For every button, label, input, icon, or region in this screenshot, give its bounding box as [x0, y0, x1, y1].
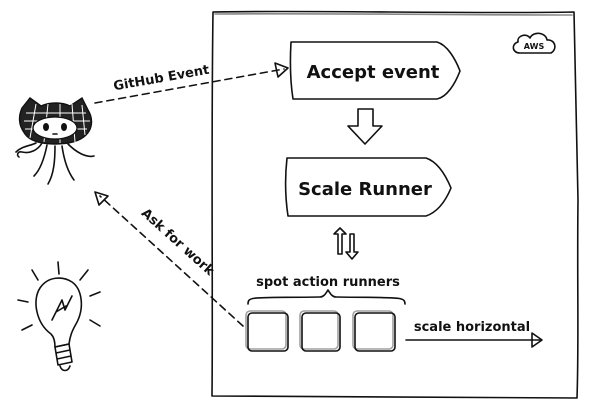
- accept-event-label: Accept event: [307, 62, 440, 83]
- github-event-label: GitHub Event: [112, 63, 210, 95]
- scale-runner-node: Scale Runner: [284, 157, 452, 217]
- github-event-arrow: [94, 62, 289, 104]
- runner-group-brace: [247, 289, 406, 305]
- ask-for-work-arrow: [94, 191, 244, 327]
- scale-runner-label: Scale Runner: [298, 179, 432, 200]
- runner-box: [299, 310, 341, 352]
- ask-for-work-label: Ask for work: [138, 206, 217, 279]
- aws-boundary: [211, 10, 579, 399]
- spot-runners-label: spot action runners: [256, 275, 400, 290]
- scale-horizontal-arrow: [405, 332, 543, 348]
- lightbulb-icon: [17, 261, 101, 372]
- aws-badge-label: AWS: [524, 42, 545, 51]
- github-octocat-icon: [15, 96, 95, 185]
- bidirectional-arrows-icon: [333, 227, 359, 260]
- runner-box: [245, 310, 289, 352]
- accept-event-node: Accept event: [289, 41, 461, 100]
- runner-box: [352, 310, 396, 352]
- aws-cloud-icon: AWS: [512, 32, 556, 54]
- scale-horizontal-label: scale horizontal: [414, 320, 530, 335]
- flow-down-arrow: [347, 108, 383, 145]
